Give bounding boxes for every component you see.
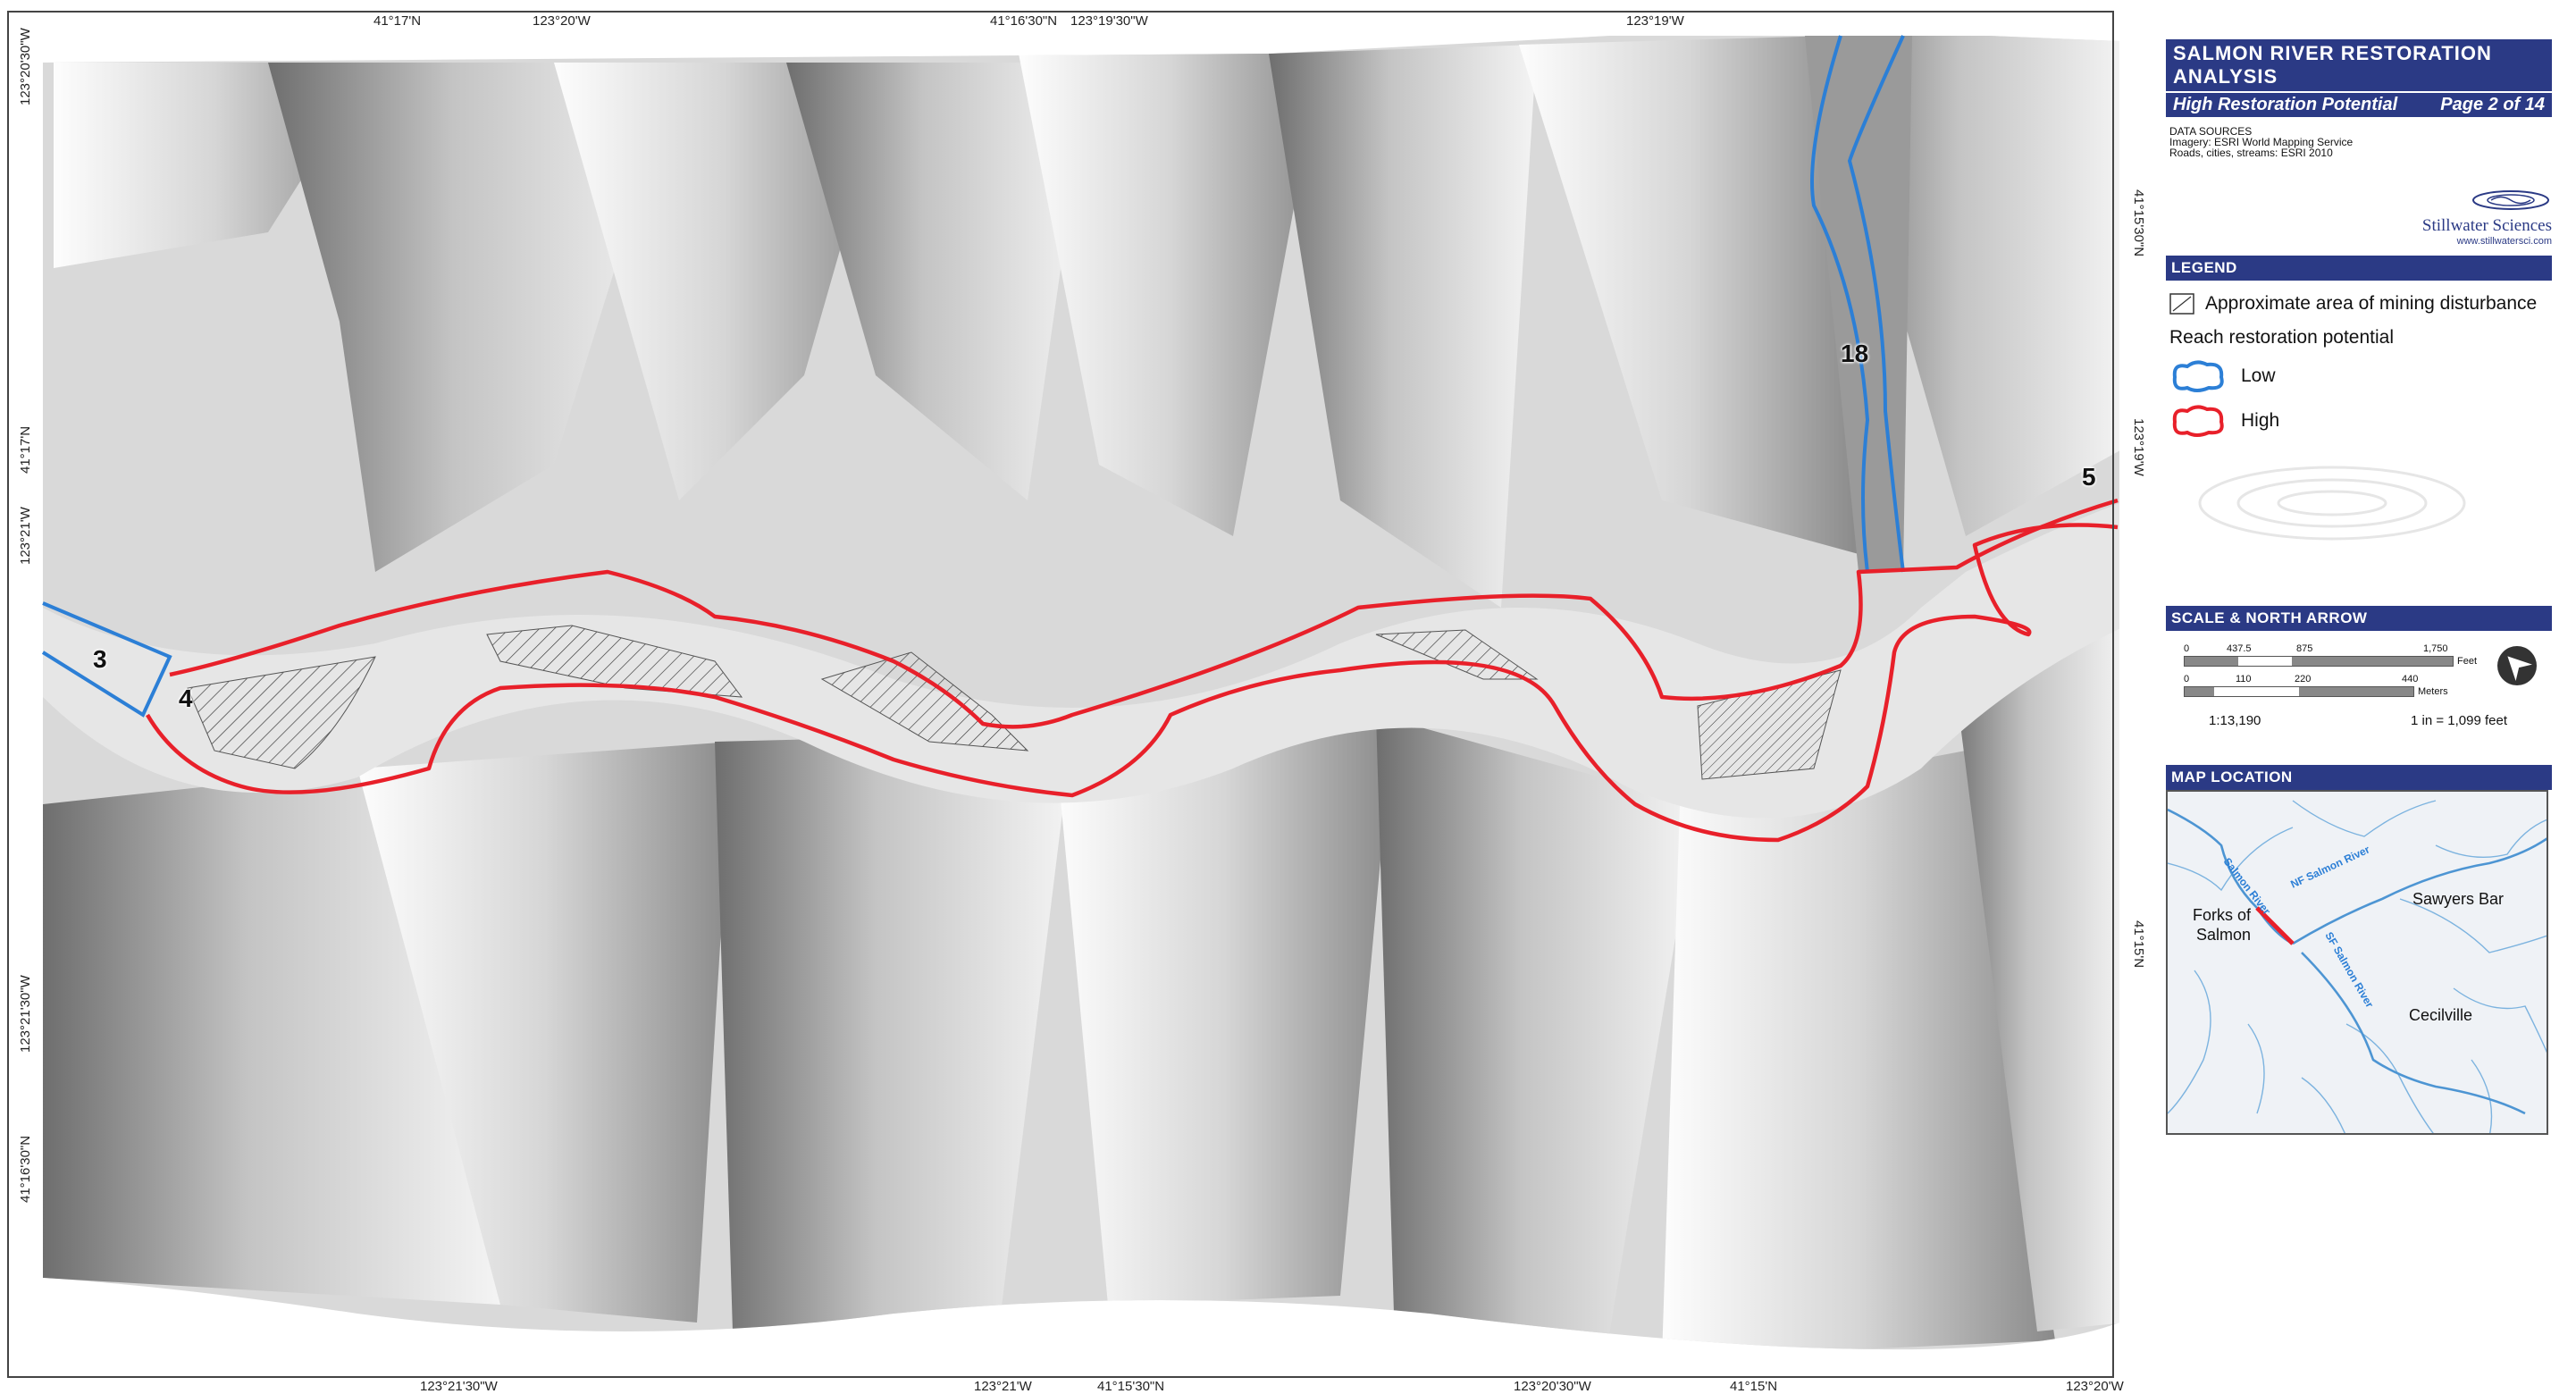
meter-bar-graphic xyxy=(2184,686,2414,697)
company-name: Stillwater Sciences xyxy=(2421,216,2552,235)
red-blob-icon xyxy=(2172,405,2224,437)
map-frame xyxy=(7,11,2114,1378)
feet-bar-graphic xyxy=(2184,656,2454,667)
place-label: Cecilville xyxy=(2409,1006,2473,1024)
data-sources: DATA SOURCES Imagery: ESRI World Mapping… xyxy=(2169,126,2552,158)
legend-high-label: High xyxy=(2241,410,2280,431)
scale-tick: 110 xyxy=(2236,674,2252,684)
coord-bottom: 123°20'30"W xyxy=(1514,1379,1591,1394)
coord-left: 123°21'30"W xyxy=(18,975,33,1053)
legend-low-label: Low xyxy=(2241,365,2276,386)
meter-bar: Meters xyxy=(2184,686,2552,697)
coord-bottom: 41°15'N xyxy=(1730,1379,1778,1394)
scale-tick: 0 xyxy=(2184,643,2190,654)
coord-bottom: 41°15'30"N xyxy=(1097,1379,1165,1394)
legend-reach-heading: Reach restoration potential xyxy=(2169,327,2394,348)
company-logo: Stillwater Sciences www.stillwatersci.co… xyxy=(2166,189,2552,247)
scale-ratio: 1:13,190 xyxy=(2209,713,2261,728)
location-map-graphic: Salmon River NF Salmon River SF Salmon R… xyxy=(2168,792,2547,1133)
mining-disturbance-areas xyxy=(187,625,1842,780)
coord-left: 123°21'W xyxy=(18,507,33,565)
coord-right: 41°15'N xyxy=(2131,920,2146,969)
location-heading: MAP LOCATION xyxy=(2166,765,2552,790)
low-potential-reaches[interactable] xyxy=(41,35,1905,718)
scale-tick: 220 xyxy=(2295,674,2312,684)
meter-unit: Meters xyxy=(2418,686,2448,697)
report-subtitle: High Restoration Potential xyxy=(2173,95,2398,114)
reach-label[interactable]: 4 xyxy=(179,684,193,712)
watermark-icon xyxy=(2198,466,2466,541)
feet-unit: Feet xyxy=(2457,656,2478,667)
coord-left: 41°16'30"N xyxy=(18,1135,33,1203)
page-number: Page 2 of 14 xyxy=(2440,95,2545,114)
place-label: Salmon xyxy=(2196,926,2252,944)
high-potential-reaches[interactable] xyxy=(146,498,2119,843)
feet-bar: Feet xyxy=(2184,656,2552,667)
place-label: Sawyers Bar xyxy=(2412,890,2505,908)
legend-mining: Approximate area of mining disturbance xyxy=(2169,293,2552,315)
scale-block: 0 437.5 875 1,750 Feet 0 110 220 440 Met… xyxy=(2166,631,2552,760)
reach-label[interactable]: 3 xyxy=(93,645,107,673)
meter-tick-labels: 0 110 220 440 xyxy=(2184,674,2419,686)
info-panel: SALMON RIVER RESTORATION ANALYSIS High R… xyxy=(2166,39,2552,1135)
report-title: SALMON RIVER RESTORATION ANALYSIS xyxy=(2166,39,2552,91)
hatch-swatch-icon xyxy=(2169,293,2194,315)
coord-left: 123°20'30"W xyxy=(18,28,33,105)
place-label: Forks of xyxy=(2193,906,2252,924)
data-source-line: Imagery: ESRI World Mapping Service xyxy=(2169,136,2354,148)
legend-heading: LEGEND xyxy=(2166,256,2552,281)
scale-inch: 1 in = 1,099 feet xyxy=(2410,713,2507,728)
coord-top: 41°17'N xyxy=(373,13,422,29)
wave-logo-icon xyxy=(2472,190,2549,210)
coord-bottom: 123°21'30"W xyxy=(420,1379,498,1394)
scale-heading: SCALE & NORTH ARROW xyxy=(2166,606,2552,631)
coord-right: 41°15'30"N xyxy=(2131,189,2146,257)
coord-top: 123°19'W xyxy=(1626,13,1684,29)
legend: Approximate area of mining disturbance R… xyxy=(2166,293,2552,552)
legend-mining-label: Approximate area of mining disturbance xyxy=(2205,293,2538,314)
blue-blob-icon xyxy=(2172,360,2224,392)
scale-tick: 875 xyxy=(2296,643,2313,654)
coord-right: 123°19'W xyxy=(2131,418,2146,476)
company-url: www.stillwatersci.com xyxy=(2456,236,2552,247)
reach-label[interactable]: 5 xyxy=(2082,463,2096,491)
coord-bottom: 123°20'W xyxy=(2066,1379,2124,1394)
feet-tick-labels: 0 437.5 875 1,750 xyxy=(2184,643,2452,656)
coord-top: 41°16'30"N xyxy=(990,13,1058,29)
report-subtitle-bar: High Restoration Potential Page 2 of 14 xyxy=(2166,91,2552,117)
legend-high: High xyxy=(2169,402,2552,440)
coord-top: 123°19'30"W xyxy=(1070,13,1148,29)
data-sources-heading: DATA SOURCES xyxy=(2169,125,2253,138)
coord-bottom: 123°21'W xyxy=(974,1379,1032,1394)
scale-tick: 1,750 xyxy=(2423,643,2448,654)
legend-low: Low xyxy=(2169,357,2552,395)
coord-left: 41°17'N xyxy=(18,425,33,474)
scale-text: 1:13,190 1 in = 1,099 feet xyxy=(2209,713,2507,728)
coord-top: 123°20'W xyxy=(533,13,591,29)
north-arrow-icon xyxy=(2497,646,2537,685)
scale-tick: 437.5 xyxy=(2227,643,2252,654)
reach-label[interactable]: 18 xyxy=(1841,340,1869,367)
scale-tick: 440 xyxy=(2402,674,2419,684)
location-map[interactable]: Salmon River NF Salmon River SF Salmon R… xyxy=(2166,790,2548,1135)
data-source-line: Roads, cities, streams: ESRI 2010 xyxy=(2169,147,2333,159)
terrain xyxy=(43,36,2119,1350)
scale-tick: 0 xyxy=(2184,674,2190,684)
